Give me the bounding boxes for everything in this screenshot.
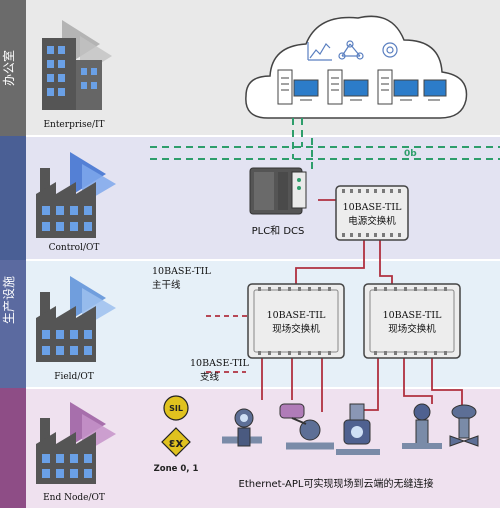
plc-dcs-device-icon xyxy=(249,167,307,215)
side-bar-production-bottom xyxy=(0,388,26,508)
spur-label-2: 支线 xyxy=(200,371,220,383)
green-network-lines xyxy=(150,118,500,170)
plc-label: PLC和 DCS xyxy=(252,225,305,237)
sil-badge-label: SIL xyxy=(169,404,183,413)
field-instrument-icons xyxy=(222,403,479,455)
server-rack-icons xyxy=(277,69,447,105)
side-bar-production-top xyxy=(0,136,26,260)
ob-label: 0b xyxy=(404,149,417,159)
caption: Ethernet-APL可实现现场到云端的无缝连接 xyxy=(239,477,434,490)
sil-badge-icon: SIL xyxy=(163,395,189,421)
valve-actuator-icon xyxy=(279,403,334,450)
enterprise-building-icon xyxy=(42,20,112,110)
endnode-factory-icon xyxy=(36,402,116,484)
spur-label-1: 10BASE-TIL xyxy=(190,358,250,369)
side-bar-office xyxy=(0,0,26,136)
field-switch-a-label-1: 10BASE-TIL xyxy=(267,310,327,321)
red-cable-lines xyxy=(206,199,463,420)
endnode-label: End Node/OT xyxy=(43,493,105,503)
control-label: Control/OT xyxy=(49,243,100,253)
trunk-label-2: 主干线 xyxy=(152,279,181,291)
flowmeter-icon xyxy=(222,408,262,447)
ex-badge-icon: εx xyxy=(161,427,191,457)
control-factory-icon xyxy=(36,152,116,238)
field-switch-b-label-2: 现场交换机 xyxy=(388,323,436,335)
field-switch-b-box xyxy=(363,283,461,359)
enterprise-label: Enterprise/IT xyxy=(43,120,104,130)
pressure-sensor-icon xyxy=(402,403,442,449)
field-switch-a-box xyxy=(247,283,345,359)
field-factory-icon xyxy=(36,276,116,362)
trunk-label-1: 10BASE-TIL xyxy=(152,266,212,277)
ex-badge-label: εx xyxy=(169,436,184,450)
power-switch-box xyxy=(335,185,409,241)
side-label-office: 办公室 xyxy=(1,50,16,86)
control-valve-icon xyxy=(449,404,479,447)
transmitter-icon xyxy=(336,403,380,455)
zone-label: Zone 0, 1 xyxy=(154,464,199,474)
field-switch-b-label-1: 10BASE-TIL xyxy=(383,310,443,321)
power-switch-label-2: 电源交换机 xyxy=(348,215,396,227)
cloud-icon xyxy=(245,15,468,119)
field-switch-a-label-2: 现场交换机 xyxy=(272,323,320,335)
side-label-production: 生产设施 xyxy=(2,276,16,324)
field-label: Field/OT xyxy=(54,372,94,382)
power-switch-label-1: 10BASE-TIL xyxy=(343,202,403,213)
